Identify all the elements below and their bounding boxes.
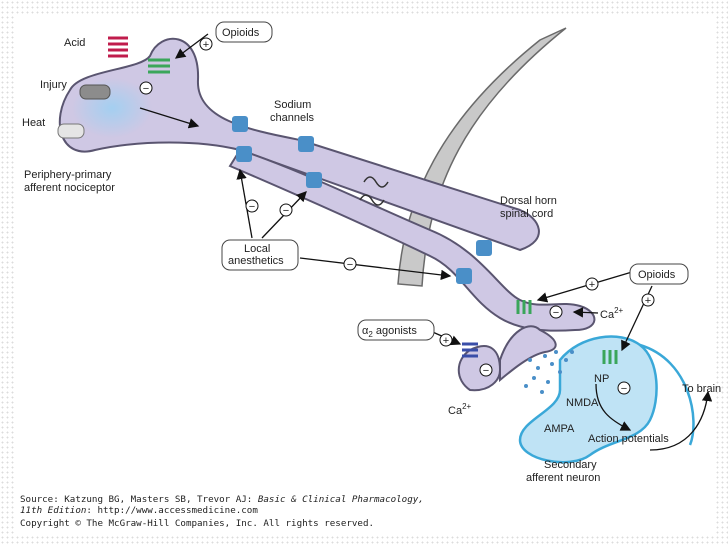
label-ca-right: Ca2+ <box>600 306 624 321</box>
label-periphery-2: afferent nociceptor <box>24 182 115 194</box>
minus-local-1: − <box>249 201 255 213</box>
minus-np: − <box>621 383 627 395</box>
plus-alpha2: + <box>443 335 449 347</box>
alpha2-agonists-box <box>357 319 435 341</box>
opioids-right-arrow-1 <box>536 271 633 303</box>
plus-opioids-right-1: + <box>589 279 595 291</box>
local-anesthetics-box <box>221 239 299 271</box>
alpha2-agonists-label: α2 agonists <box>362 325 417 339</box>
opioids-right-box <box>629 263 689 285</box>
opioids-right-label: Opioids <box>638 269 676 281</box>
local-to-dorsal <box>299 257 452 281</box>
action-potential-arrow <box>595 383 632 431</box>
minus-local-3: − <box>347 259 353 271</box>
label-action-potentials: Action potentials <box>588 433 669 445</box>
label-np: NP <box>594 373 609 385</box>
label-heat: Heat <box>22 117 45 129</box>
label-dorsal-2: spinal cord <box>500 208 553 220</box>
opioid-receptor-central <box>516 300 618 364</box>
to-brain-arrow <box>649 390 713 451</box>
label-acid: Acid <box>64 37 85 49</box>
label-nmda: NMDA <box>566 397 599 409</box>
source-line-3: Copyright © The McGraw-Hill Companies, I… <box>20 518 375 529</box>
secondary-axon <box>639 343 695 446</box>
sodium-channel-group <box>232 116 492 284</box>
source-line-1: Source: Katzung BG, Masters SB, Trevor A… <box>20 494 424 505</box>
label-secondary-2: afferent neuron <box>526 472 600 484</box>
ca-right-arrow <box>572 307 599 318</box>
source-line-2: 11th Edition: http://www.accessmedicine.… <box>20 505 258 516</box>
opioids-top-box <box>215 21 273 43</box>
label-sodium-2: channels <box>270 112 315 124</box>
minus-local-2: − <box>283 205 289 217</box>
axon-break <box>359 176 389 206</box>
label-dorsal-1: Dorsal horn <box>500 195 557 207</box>
minus-opioid-peripheral: − <box>143 83 149 95</box>
local-anesthetics-label-1: Local <box>244 243 270 255</box>
alpha2-receptor <box>462 342 478 358</box>
acid-receptor <box>108 36 128 58</box>
injury-arrow <box>139 107 200 129</box>
heat-receptor <box>57 123 85 139</box>
plus-opioids-right-2: + <box>645 295 651 307</box>
neurotransmitter-dots <box>524 350 574 394</box>
label-ca-left: Ca2+ <box>448 402 472 417</box>
plus-opioids-top: + <box>203 39 209 51</box>
label-secondary-1: Secondary <box>544 459 597 471</box>
minus-ca-right: − <box>553 307 559 319</box>
secondary-afferent-neuron <box>518 335 658 464</box>
label-sodium-1: Sodium <box>274 99 311 111</box>
local-anesthetics-label-2: anesthetics <box>228 255 284 267</box>
label-ampa: AMPA <box>544 423 575 435</box>
minus-ca-left: − <box>483 365 489 377</box>
opioid-receptor-peripheral <box>148 58 170 74</box>
label-injury: Injury <box>40 79 67 91</box>
opioids-top-arrow <box>174 33 209 59</box>
sign-markers <box>139 37 655 395</box>
label-to-brain: To brain <box>682 383 721 395</box>
label-periphery-1: Periphery-primary <box>24 169 112 181</box>
opioids-top-label: Opioids <box>222 27 260 39</box>
injury-receptor <box>79 84 111 100</box>
